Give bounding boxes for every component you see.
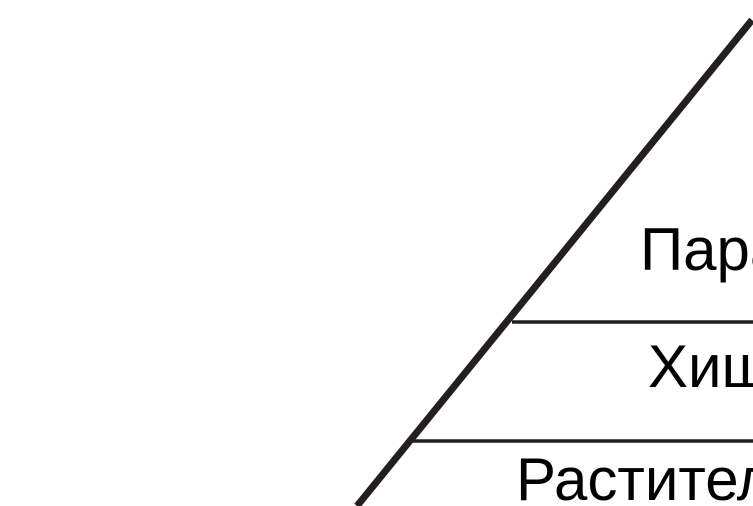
tier-label-herbivores: Растительноядные — [516, 446, 753, 506]
tier-label-predators: Хищники — [648, 333, 753, 400]
tier-label-parasites: Паразиты — [640, 216, 753, 283]
pyramid-left-edge — [354, 17, 753, 506]
